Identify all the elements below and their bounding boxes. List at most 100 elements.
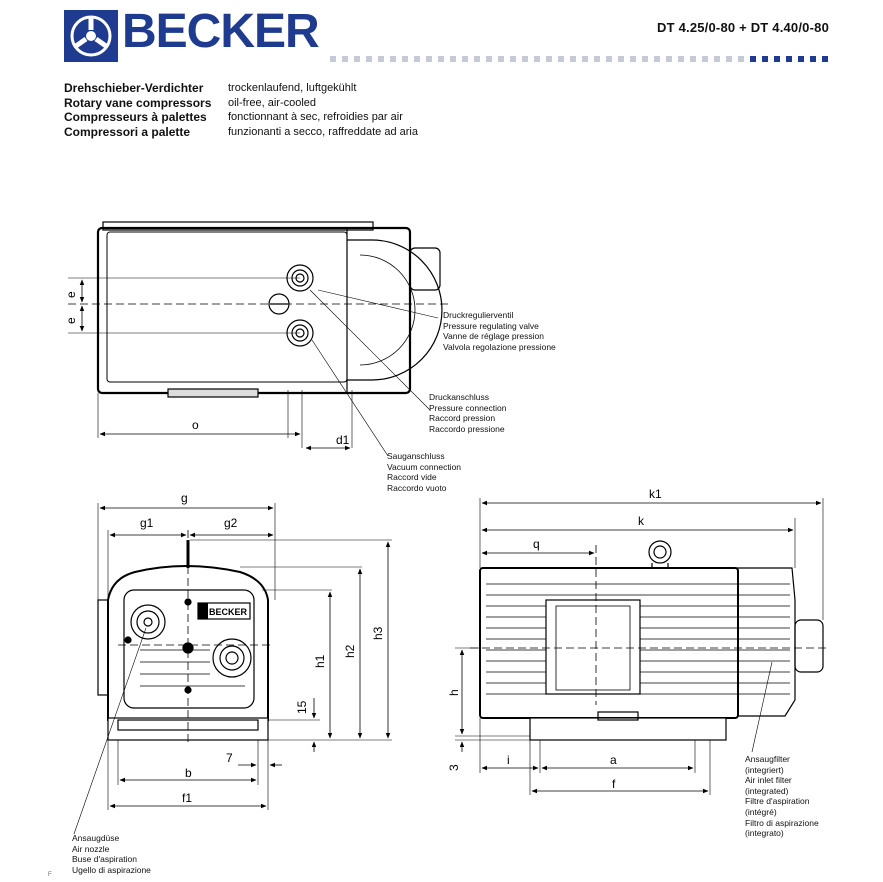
title-fr: Compresseurs à palettes xyxy=(64,110,207,124)
product-descriptions: trockenlaufend, luftgekühlt oil-free, ai… xyxy=(228,81,418,139)
callout-line: Air inlet filter xyxy=(745,775,792,786)
header-dot xyxy=(474,56,480,62)
desc-en: oil-free, air-cooled xyxy=(228,96,317,109)
header-dot xyxy=(702,56,708,62)
dim-g1: g1 xyxy=(140,516,154,530)
callout-line: Raccordo pressione xyxy=(429,423,505,434)
dim-k: k xyxy=(638,514,645,528)
header-dot-rule xyxy=(330,56,828,62)
front-view xyxy=(73,503,392,835)
header-dot xyxy=(438,56,444,62)
callout-line: Valvola regolazione pressione xyxy=(443,341,556,352)
header-dot xyxy=(594,56,600,62)
header-dot xyxy=(666,56,672,62)
header-dot xyxy=(510,56,516,62)
badge-mark xyxy=(198,603,208,619)
header-dot xyxy=(822,56,828,62)
dim-e-upper: e xyxy=(64,291,78,298)
model-number: DT 4.25/0-80 + DT 4.40/0-80 xyxy=(657,20,829,35)
product-titles: Drehschieber-Verdichter Rotary vane comp… xyxy=(64,81,211,139)
header-dot xyxy=(678,56,684,62)
callout-line: Raccord pression xyxy=(429,413,496,424)
callout-line: Buse d'aspiration xyxy=(72,854,137,865)
dim-g: g xyxy=(181,491,188,505)
callout-line: Druckregulierventil xyxy=(443,310,514,320)
header-dot xyxy=(618,56,624,62)
desc-fr: fonctionnant à sec, refroidies par air xyxy=(228,111,403,123)
dim-h: h xyxy=(447,689,461,696)
callout-line: Pressure connection xyxy=(429,402,507,413)
title-it: Compressori a palette xyxy=(64,124,191,139)
header-dot xyxy=(798,56,804,62)
callout-air-nozzle: Ansaugdüse Air nozzle Buse d'aspiration … xyxy=(72,833,151,875)
callout-pressure-connection: Druckanschluss Pressure connection Racco… xyxy=(429,392,507,434)
dim-15: 15 xyxy=(295,700,309,714)
dim-7: 7 xyxy=(226,751,233,765)
callout-line: Ansaugdüse xyxy=(72,833,120,843)
header-dot xyxy=(330,56,336,62)
side-view xyxy=(455,498,830,795)
top-view xyxy=(68,221,450,457)
header-dot xyxy=(342,56,348,62)
header-dot xyxy=(750,56,756,62)
header-dot xyxy=(606,56,612,62)
dim-f: f xyxy=(612,777,616,791)
header-dot xyxy=(522,56,528,62)
header-dot xyxy=(450,56,456,62)
callout-line: Ugello di aspirazione xyxy=(72,864,151,875)
callout-line: (integrato) xyxy=(745,828,784,839)
dim-a: a xyxy=(610,753,617,767)
dim-h1: h1 xyxy=(313,654,327,668)
header-dot xyxy=(654,56,660,62)
header-dot xyxy=(570,56,576,62)
dim-i: i xyxy=(507,753,510,767)
footer-mark: F xyxy=(48,872,52,878)
header-dot xyxy=(462,56,468,62)
header-dot xyxy=(810,56,816,62)
becker-emblem-icon xyxy=(64,10,118,62)
dim-3: 3 xyxy=(447,764,461,771)
header-dot xyxy=(498,56,504,62)
callout-air-inlet-filter: Ansaugfilter (integriert) Air inlet filt… xyxy=(745,754,819,839)
dim-d1: d1 xyxy=(336,433,350,447)
header-dot xyxy=(786,56,792,62)
header-dot xyxy=(390,56,396,62)
dim-b: b xyxy=(185,766,192,780)
header-dot xyxy=(534,56,540,62)
header-dot xyxy=(486,56,492,62)
header-dot xyxy=(642,56,648,62)
header-dot xyxy=(738,56,744,62)
dim-k1: k1 xyxy=(649,487,662,501)
header-dot xyxy=(762,56,768,62)
header-dot xyxy=(378,56,384,62)
dim-g2: g2 xyxy=(224,516,238,530)
callout-line: Sauganschluss xyxy=(387,451,445,461)
desc-de: trockenlaufend, luftgekühlt xyxy=(228,82,357,94)
callout-line: (intégré) xyxy=(745,806,777,817)
dim-q: q xyxy=(533,537,540,551)
header-dot xyxy=(546,56,552,62)
callout-line: Vacuum connection xyxy=(387,461,462,472)
front-badge-text: BECKER xyxy=(209,607,248,617)
header-dot xyxy=(726,56,732,62)
title-de: Drehschieber-Verdichter xyxy=(64,81,204,95)
header-dot xyxy=(714,56,720,62)
callout-line: Raccord vide xyxy=(387,472,437,483)
callout-line: Pressure regulating valve xyxy=(443,320,539,331)
dim-e-lower: e xyxy=(64,317,78,324)
header-dot xyxy=(414,56,420,62)
header-dot xyxy=(690,56,696,62)
callout-line: Filtro di aspirazione xyxy=(745,817,819,828)
header-dot xyxy=(630,56,636,62)
dim-f1: f1 xyxy=(182,791,192,805)
header-dot xyxy=(774,56,780,62)
callout-line: (integrated) xyxy=(745,785,789,796)
callout-line: (integriert) xyxy=(745,764,784,775)
callout-line: Ansaugfilter xyxy=(745,754,790,764)
callout-line: Vanne de réglage pression xyxy=(443,331,544,342)
brand-name: BECKER xyxy=(122,5,320,58)
header-dot xyxy=(402,56,408,62)
header-dot xyxy=(582,56,588,62)
header-dot xyxy=(366,56,372,62)
